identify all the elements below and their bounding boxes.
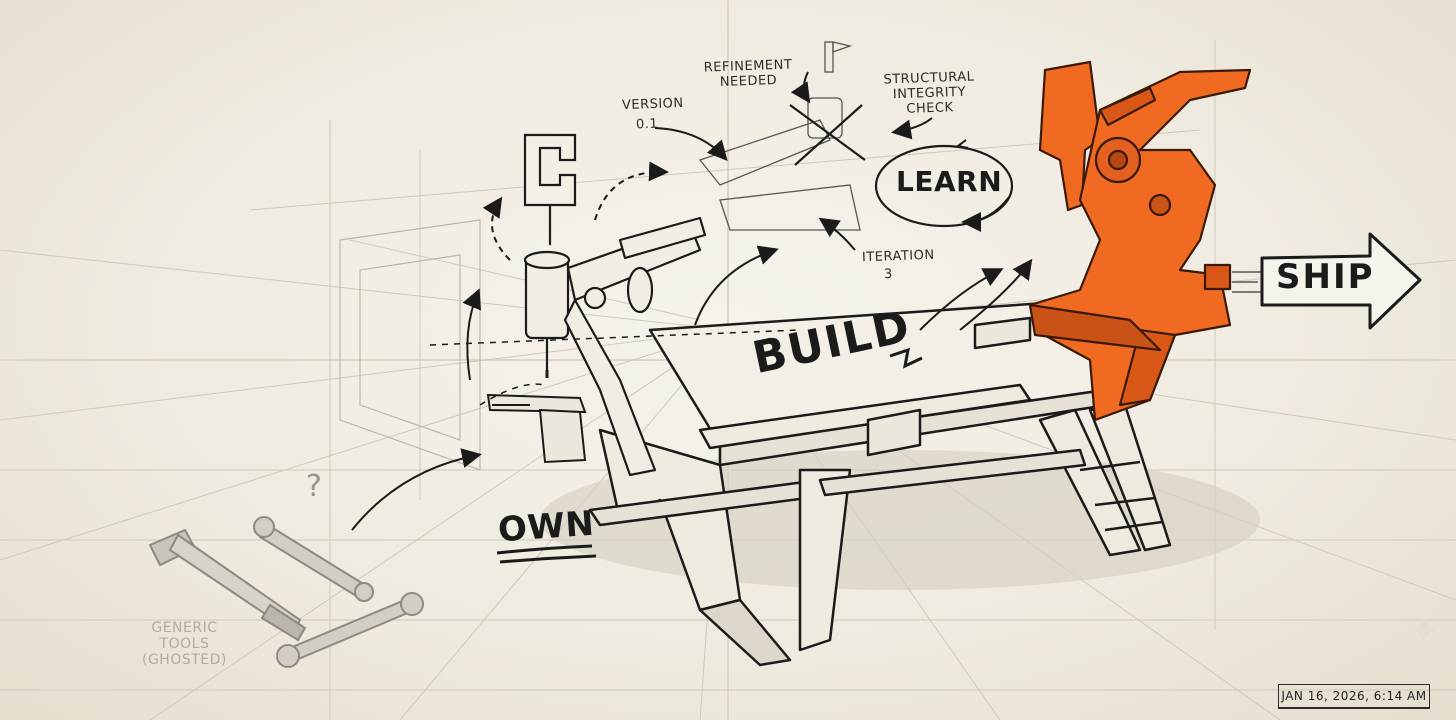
speed-lines (1232, 271, 1262, 293)
learn-loop (874, 139, 1014, 228)
hammer-icon (148, 528, 307, 642)
question-mark: ? (306, 469, 323, 504)
ship-label: SHIP (1276, 257, 1375, 297)
wrench-icon (276, 592, 424, 668)
ship-arrow-icon (1260, 232, 1422, 330)
iteration-label: ITERATION (861, 247, 935, 266)
version-number: 0.1 (635, 116, 659, 133)
bench-vise (486, 393, 587, 464)
dashed-guides (429, 329, 801, 406)
cross-mark (789, 104, 866, 166)
sparkle-icon (1412, 618, 1436, 642)
c-clamp-icon (523, 133, 577, 245)
own-label: OWN (496, 503, 596, 551)
iteration-number: 3 (883, 266, 894, 283)
wrench-icon (253, 516, 374, 602)
generic-tools-label: GENERIC TOOLS (GHOSTED) (142, 620, 227, 669)
workbench (588, 298, 1172, 667)
ghost-construction (339, 219, 481, 471)
version-label: VERSION (621, 95, 684, 114)
underlines (496, 347, 923, 564)
learn-label: LEARN (896, 165, 1003, 198)
orange-clamp (1028, 60, 1252, 422)
flow-arrows (351, 71, 1033, 531)
timestamp-stamp: JAN 16, 2026, 6:14 AM (1278, 684, 1430, 709)
structural-check-note: STRUCTURAL INTEGRITY CHECK (883, 69, 975, 117)
refinement-note: REFINEMENT NEEDED (703, 57, 793, 90)
drill-press (523, 216, 707, 477)
